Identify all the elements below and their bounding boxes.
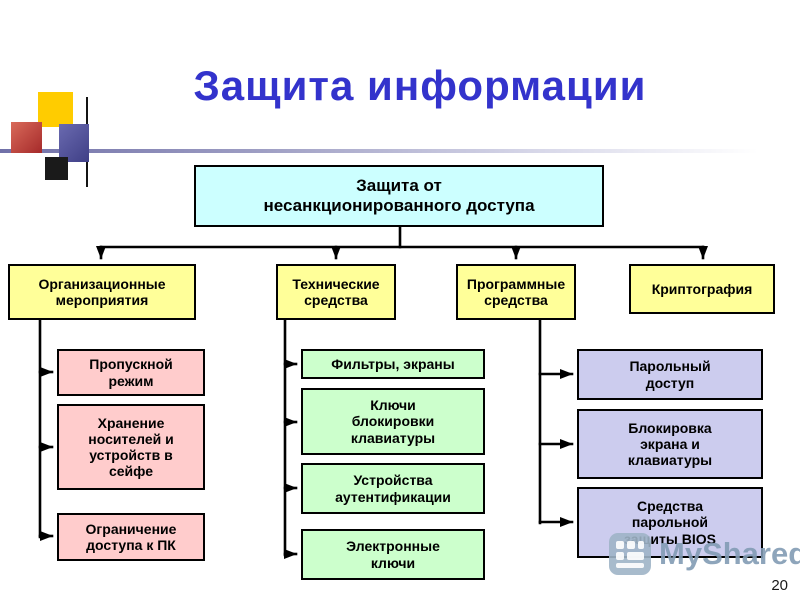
root-box: Защита от несанкционированного доступа xyxy=(194,165,604,227)
deco-square-yellow xyxy=(38,92,73,127)
org-child-label-1: Пропускной режим xyxy=(89,356,173,389)
category-label-cryptography: Криптография xyxy=(651,280,753,297)
tech-child-label-2: Ключи блокировки клавиатуры xyxy=(350,397,436,446)
watermark-text: MyShared xyxy=(659,536,800,571)
category-label-organizational: Организационные мероприятия xyxy=(38,275,166,308)
category-box-technical: Технические средства xyxy=(276,264,396,320)
tech-child-box-3: Устройства аутентификации xyxy=(301,463,485,514)
deco-square-red xyxy=(11,122,42,153)
deco-horizontal-line xyxy=(0,149,758,153)
org-child-box-3: Ограничение доступа к ПК xyxy=(57,513,205,561)
category-box-organizational: Организационные мероприятия xyxy=(8,264,196,320)
category-label-software: Программные средства xyxy=(466,275,566,308)
myshared-logo-icon xyxy=(609,533,651,575)
org-child-box-1: Пропускной режим xyxy=(57,349,205,396)
soft-child-box-1: Парольный доступ xyxy=(577,349,763,400)
org-child-box-2: Хранение носителей и устройств в сейфе xyxy=(57,404,205,490)
tech-child-label-1: Фильтры, экраны xyxy=(331,355,455,372)
tech-child-box-1: Фильтры, экраны xyxy=(301,349,485,379)
org-child-label-3: Ограничение доступа к ПК xyxy=(85,520,177,553)
soft-child-label-1: Парольный доступ xyxy=(629,358,711,391)
org-child-label-2: Хранение носителей и устройств в сейфе xyxy=(88,414,174,480)
tech-child-box-2: Ключи блокировки клавиатуры xyxy=(301,388,485,455)
category-label-technical: Технические средства xyxy=(292,275,380,308)
page-number: 20 xyxy=(771,577,788,594)
deco-square-black xyxy=(45,157,68,180)
root-label: Защита от несанкционированного доступа xyxy=(263,176,535,215)
category-box-software: Программные средства xyxy=(456,264,576,320)
deco-square-purple xyxy=(59,124,89,162)
slide-title: Защита информации xyxy=(193,62,647,109)
tech-child-label-4: Электронные ключи xyxy=(346,538,440,571)
tech-child-box-4: Электронные ключи xyxy=(301,529,485,580)
tech-child-label-3: Устройства аутентификации xyxy=(335,472,451,505)
watermark: MyShared xyxy=(608,532,800,576)
category-box-cryptography: Криптография xyxy=(629,264,775,314)
soft-child-box-2: Блокировка экрана и клавиатуры xyxy=(577,409,763,479)
soft-child-label-2: Блокировка экрана и клавиатуры xyxy=(627,419,713,469)
